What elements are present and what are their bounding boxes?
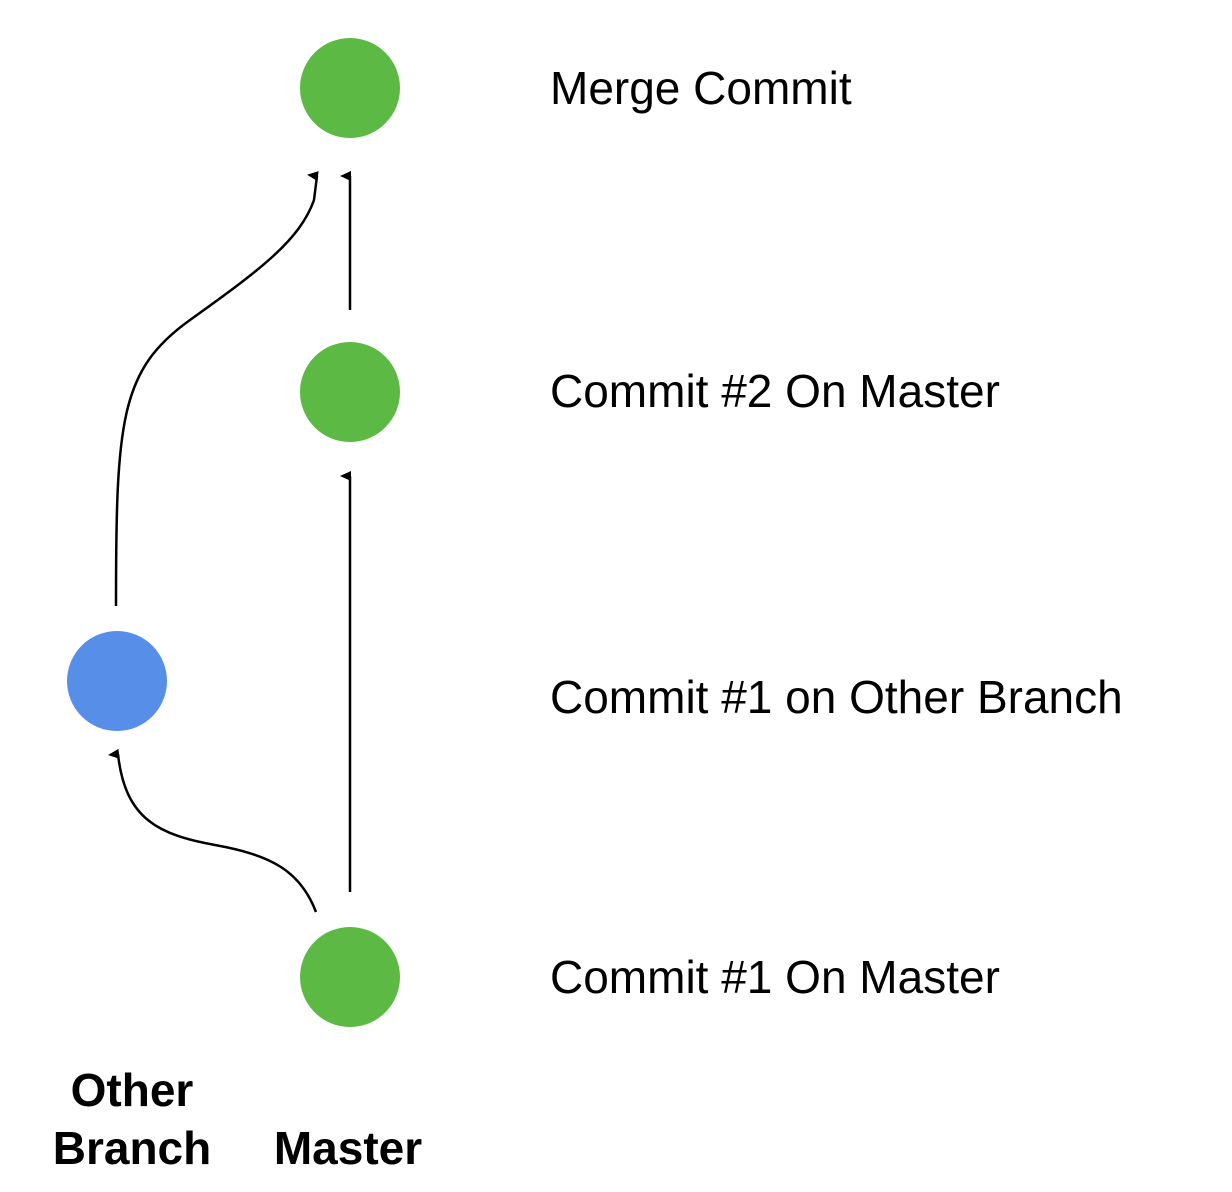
branch-label-other-line2: Branch	[53, 1122, 211, 1174]
commit1-other-node	[67, 631, 167, 731]
merge-commit-node	[300, 38, 400, 138]
commit1-master-label: Commit #1 On Master	[550, 951, 1000, 1003]
commit2-master-node	[300, 342, 400, 442]
commit1-master-node	[300, 927, 400, 1027]
commit1-other-label: Commit #1 on Other Branch	[550, 671, 1123, 723]
branch-label-other-line1: Other	[71, 1064, 194, 1116]
commit2-master-label: Commit #2 On Master	[550, 365, 1000, 417]
branch-label-master: Master	[274, 1122, 422, 1174]
merge-commit-label: Merge Commit	[550, 62, 852, 114]
edge-commit1-master-to-commit1-other	[108, 748, 318, 913]
edge-commit1-other-to-merge	[114, 171, 319, 607]
